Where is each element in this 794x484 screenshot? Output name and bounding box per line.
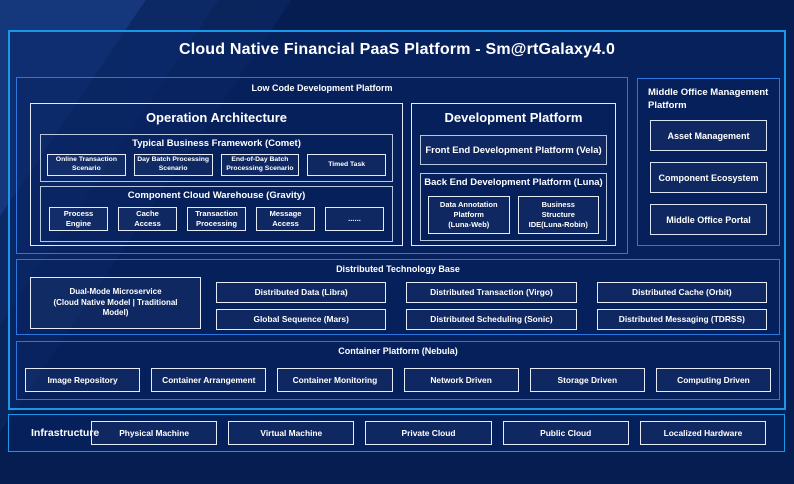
typical-business-framework-panel: Typical Business Framework (Comet) Onlin… [40,134,393,182]
box-dual-mode-microservice: Dual-Mode Microservice (Cloud Native Mod… [30,277,201,329]
component-cloud-warehouse-row: Process Engine Cache Access Transaction … [49,207,384,231]
distributed-grid: Distributed Data (Libra) Distributed Tra… [216,282,767,330]
main-platform-panel: Cloud Native Financial PaaS Platform - S… [8,30,786,410]
box-end-of-day-batch-processing-scenario: End-of-Day Batch Processing Scenario [220,154,300,176]
box-storage-driven: Storage Driven [529,368,645,392]
box-component-ecosystem: Component Ecosystem [650,162,767,193]
container-platform-row: Image Repository Container Arrangement C… [25,368,772,392]
box-cache-access: Cache Access [118,207,177,231]
distributed-row-1: Distributed Data (Libra) Distributed Tra… [216,282,767,303]
box-network-driven: Network Driven [403,368,519,392]
box-process-engine: Process Engine [49,207,108,231]
infrastructure-label: Infrastructure [31,427,100,439]
box-global-sequence-mars: Global Sequence (Mars) [216,309,387,330]
back-end-development-platform-row: Data Annotation Platform (Luna-Web) Busi… [428,196,599,234]
box-computing-driven: Computing Driven [655,368,772,392]
container-platform-label: Container Platform (Nebula) [338,346,458,356]
typical-business-framework-row: Online Transaction Scenario Day Batch Pr… [47,154,386,176]
low-code-development-platform-panel: Low Code Development Platform Operation … [16,77,628,254]
operation-architecture-title: Operation Architecture [145,110,288,125]
back-end-development-platform-label: Back End Development Platform (Luna) [424,177,603,188]
middle-office-management-platform-label: Middle Office Management Platform [648,87,769,111]
box-timed-task: Timed Task [307,154,386,176]
box-private-cloud: Private Cloud [365,421,492,445]
operation-architecture-panel: Operation Architecture Typical Business … [30,103,403,246]
box-message-access: Message Access [256,207,315,231]
box-ellipsis-more: ...... [325,207,384,231]
box-public-cloud: Public Cloud [502,421,629,445]
box-container-arrangement: Container Arrangement [151,368,267,392]
box-distributed-transaction-virgo: Distributed Transaction (Virgo) [406,282,577,303]
middle-office-management-platform-panel: Middle Office Management Platform Asset … [637,78,780,246]
box-middle-office-portal: Middle Office Portal [650,204,767,235]
box-distributed-cache-orbit: Distributed Cache (Orbit) [596,282,767,303]
box-transaction-processing: Transaction Processing [187,207,246,231]
distributed-technology-base-label: Distributed Technology Base [336,264,460,274]
distributed-row-2: Global Sequence (Mars) Distributed Sched… [216,309,767,330]
box-container-monitoring: Container Monitoring [277,368,393,392]
infrastructure-row: Physical Machine Virtual Machine Private… [91,421,767,445]
component-cloud-warehouse-panel: Component Cloud Warehouse (Gravity) Proc… [40,186,393,242]
box-physical-machine: Physical Machine [91,421,218,445]
component-cloud-warehouse-label: Component Cloud Warehouse (Gravity) [127,190,306,201]
infrastructure-panel: Infrastructure Physical Machine Virtual … [8,414,785,452]
back-end-development-platform-panel: Back End Development Platform (Luna) Dat… [420,173,607,241]
box-virtual-machine: Virtual Machine [228,421,355,445]
box-day-batch-processing-scenario: Day Batch Processing Scenario [133,154,213,176]
box-distributed-data-libra: Distributed Data (Libra) [216,282,387,303]
box-online-transaction-scenario: Online Transaction Scenario [47,154,126,176]
box-image-repository: Image Repository [25,368,141,392]
box-distributed-scheduling-sonic: Distributed Scheduling (Sonic) [406,309,577,330]
low-code-platform-label: Low Code Development Platform [251,83,393,93]
distributed-technology-base-panel: Distributed Technology Base Dual-Mode Mi… [16,259,780,335]
development-platform-panel: Development Platform Front End Developme… [411,103,616,246]
box-business-structure-ide-luna-robin: Business Structure IDE(Luna-Robin) [517,196,599,234]
box-localized-hardware: Localized Hardware [639,421,767,445]
development-platform-title: Development Platform [444,110,583,125]
page-title: Cloud Native Financial PaaS Platform - S… [178,41,616,58]
box-distributed-messaging-tdrss: Distributed Messaging (TDRSS) [596,309,767,330]
container-platform-panel: Container Platform (Nebula) Image Reposi… [16,341,780,400]
box-data-annotation-platform-luna-web: Data Annotation Platform (Luna-Web) [428,196,510,234]
box-front-end-development-platform-vela: Front End Development Platform (Vela) [420,135,607,165]
box-asset-management: Asset Management [650,120,767,151]
typical-business-framework-label: Typical Business Framework (Comet) [132,138,301,149]
